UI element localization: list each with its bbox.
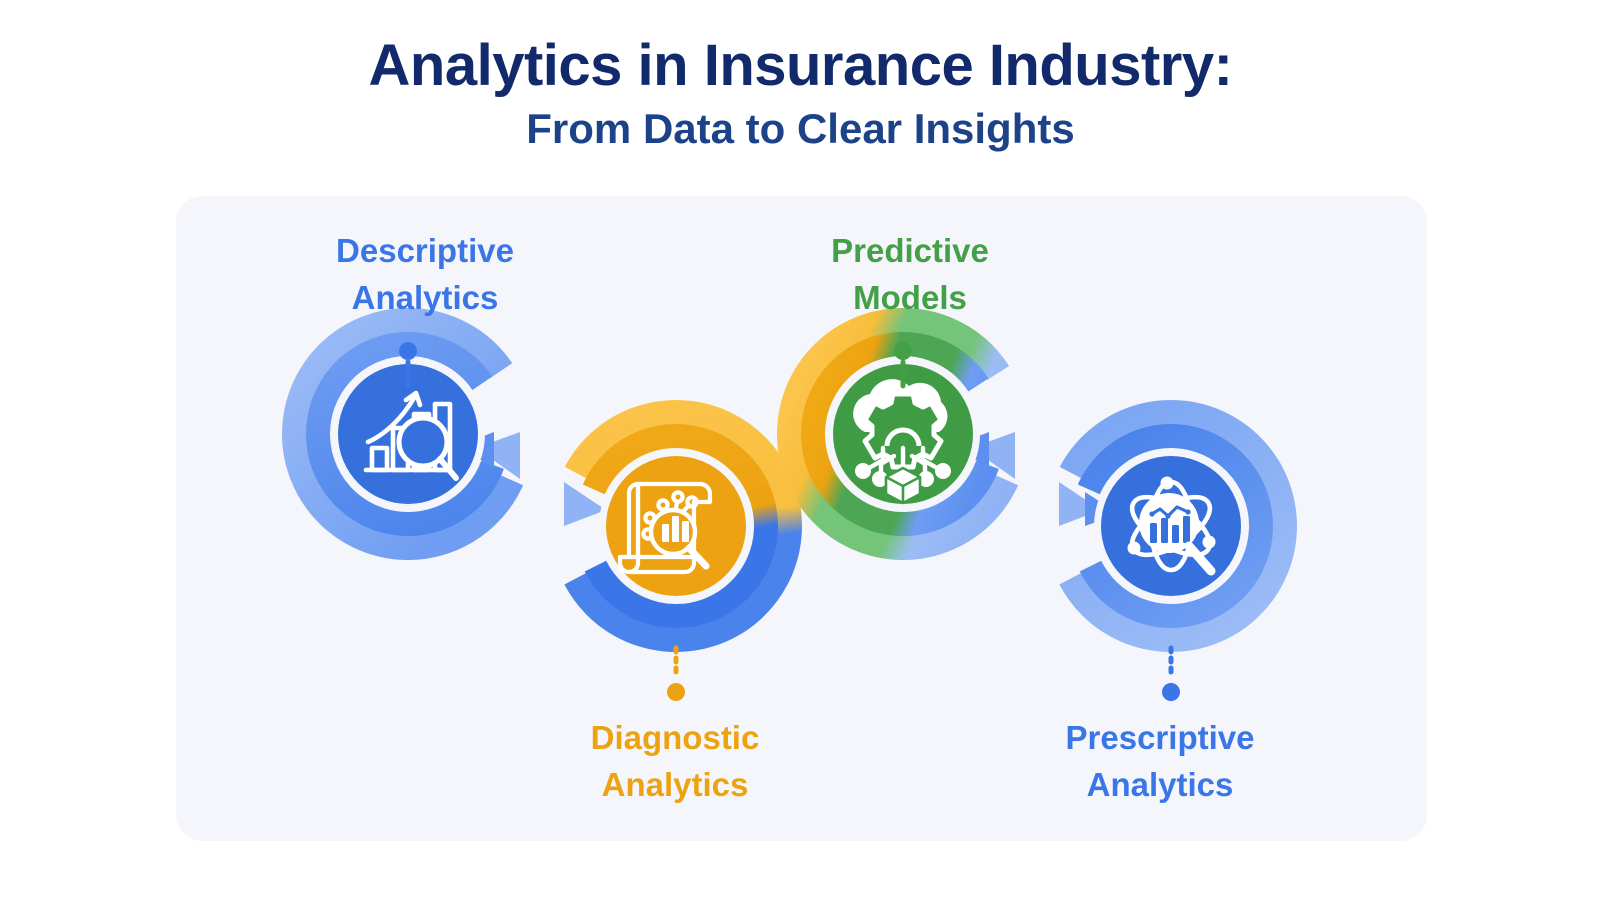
- ring-outer-band-1: [282, 308, 534, 560]
- connector-predictive-models: [894, 342, 912, 395]
- connector-descriptive-analytics: [399, 342, 417, 395]
- connector-diagnostic-analytics: [667, 645, 685, 701]
- node-label-diagnostic-analytics: Diagnostic Analytics: [590, 719, 760, 803]
- connector-dot-4: [1162, 683, 1180, 701]
- node-ring-diagnostic-analytics[interactable]: [523, 373, 829, 679]
- ring-arrow-tip-2: [564, 482, 606, 526]
- bar-chart-growth-magnifier-icon: [363, 390, 459, 481]
- node-ring-descriptive-analytics[interactable]: [259, 285, 557, 583]
- ring-arrow-tip-3: [971, 432, 1015, 479]
- node-ring-prescriptive-analytics[interactable]: [1018, 373, 1324, 679]
- node-label-descriptive-analytics: Descriptive Analytics: [336, 232, 514, 316]
- node-ring-predictive-models[interactable]: [754, 285, 1052, 583]
- title-block: Analytics in Insurance Industry: From Da…: [0, 33, 1601, 153]
- atom-chart-magnifier-icon: [1127, 476, 1216, 576]
- ring-outer-band-4: [1045, 399, 1297, 652]
- node-label-predictive-models: Predictive Models: [831, 232, 989, 316]
- connector-prescriptive-analytics: [1162, 645, 1180, 701]
- ring-outer-band-2: [550, 400, 802, 652]
- ring-inner-band-4: [1069, 424, 1273, 628]
- cloud-gear-network-icon: [853, 379, 951, 505]
- ring-arrow-tip-4: [1059, 482, 1101, 526]
- document-network-magnifier-icon: [617, 481, 713, 575]
- page-title: Analytics in Insurance Industry:: [368, 33, 1233, 98]
- ring-outer-band-3: [777, 308, 1029, 560]
- node-label-prescriptive-analytics: Prescriptive Analytics: [1065, 719, 1255, 803]
- ring-arrow-tip-1: [476, 432, 520, 479]
- connector-dot-2: [667, 683, 685, 701]
- process-chain-diagram: [259, 285, 1324, 701]
- connector-dot-3: [894, 342, 912, 360]
- ring-inner-band-2: [574, 423, 778, 628]
- connector-dot-1: [399, 342, 417, 360]
- page-subtitle: From Data to Clear Insights: [526, 104, 1075, 152]
